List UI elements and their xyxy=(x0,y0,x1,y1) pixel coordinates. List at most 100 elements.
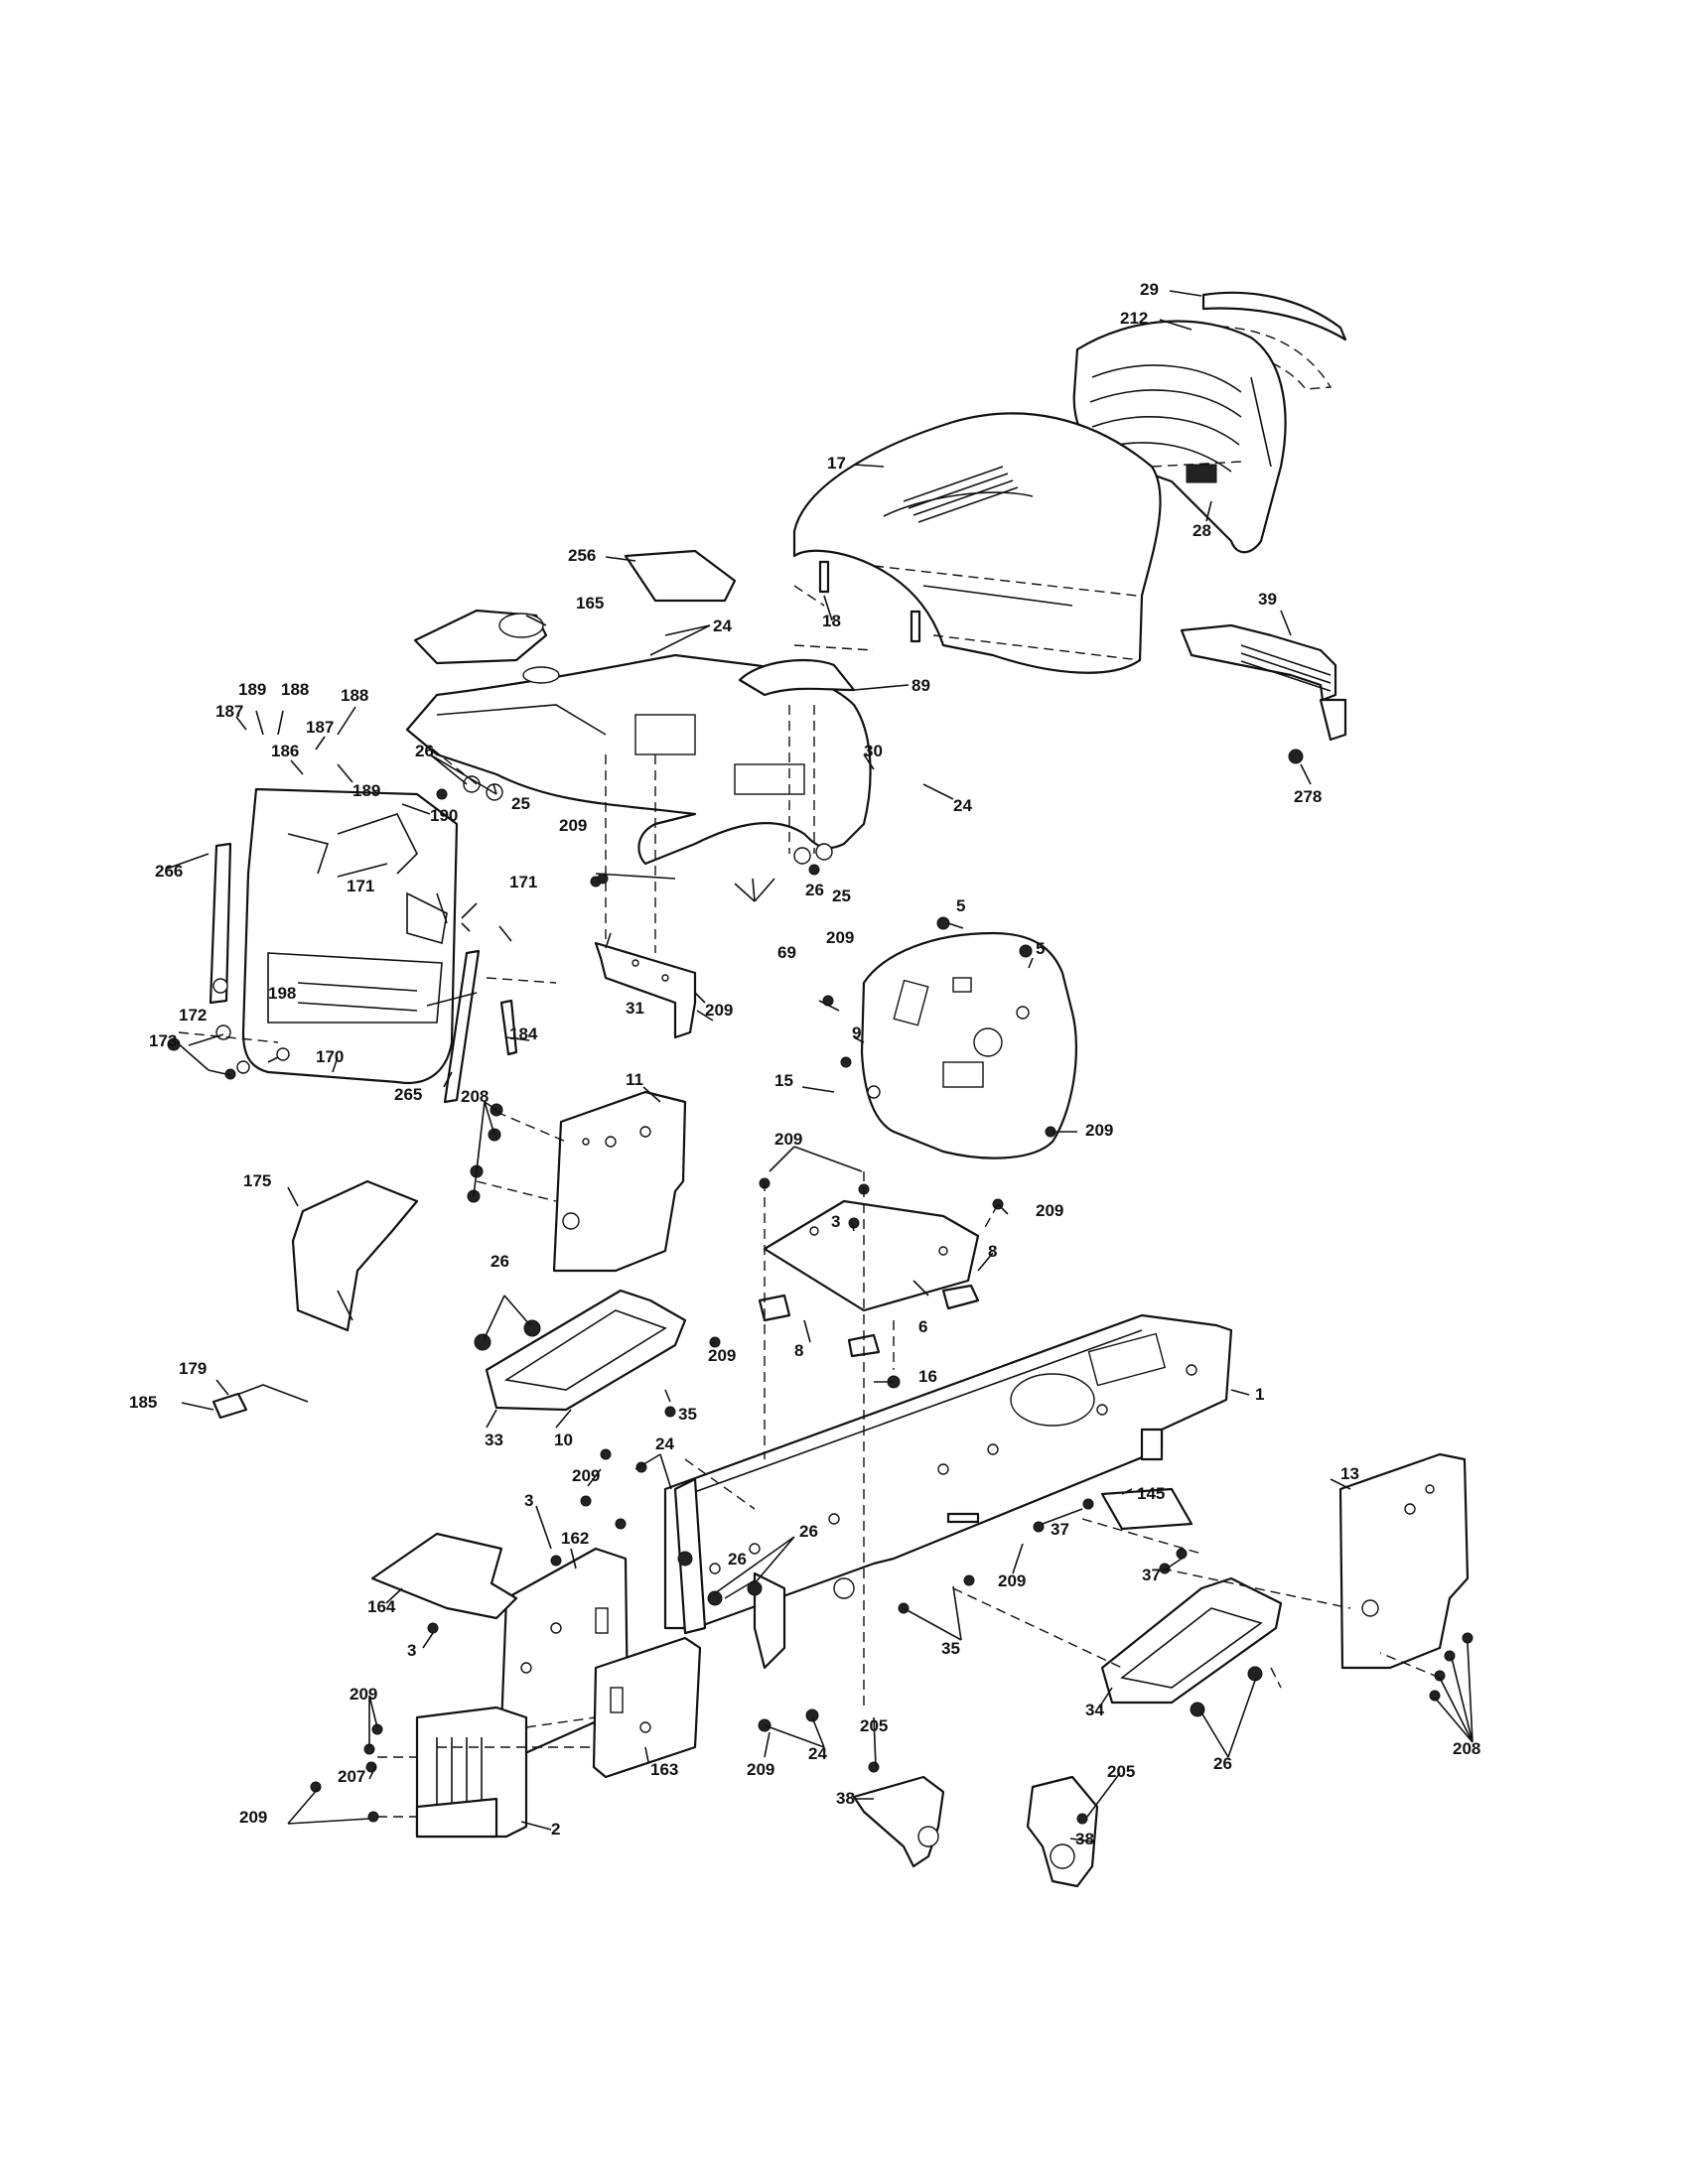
part-label-37-a: 37 xyxy=(1051,1520,1069,1539)
part-label-5-a: 5 xyxy=(956,896,965,915)
part-label-24-c: 24 xyxy=(655,1434,674,1453)
part-label-209-f: 209 xyxy=(1036,1201,1063,1220)
part-label-209-a: 209 xyxy=(559,816,587,835)
part-label-209-b: 209 xyxy=(826,928,854,947)
part-label-170: 170 xyxy=(316,1047,344,1066)
part-label-37-b: 37 xyxy=(1142,1566,1161,1584)
alignment-lines xyxy=(178,461,1441,1818)
part-label-209-l: 209 xyxy=(239,1808,267,1827)
part-8-clip-b xyxy=(941,1284,980,1310)
part-label-8-b: 8 xyxy=(794,1341,803,1360)
part-label-208-b: 208 xyxy=(1453,1739,1480,1758)
part-label-38-a: 38 xyxy=(836,1789,855,1808)
part-label-69: 69 xyxy=(777,943,796,962)
part-13-right-plate xyxy=(1338,1452,1470,1670)
part-30-dash-panel xyxy=(405,653,872,866)
leader-lines xyxy=(166,290,1474,1843)
part-label-187-b: 187 xyxy=(306,718,334,737)
part-9-dash-housing xyxy=(860,931,1078,1160)
part-label-190: 190 xyxy=(430,806,458,825)
part-label-26-d: 26 xyxy=(799,1522,818,1541)
part-label-30: 30 xyxy=(864,742,883,760)
part-label-209-k: 209 xyxy=(747,1760,774,1779)
part-label-189-a: 189 xyxy=(238,680,266,699)
part-label-205-b: 205 xyxy=(1107,1762,1135,1781)
part-label-26-f: 26 xyxy=(1213,1754,1232,1773)
part-label-205-a: 205 xyxy=(860,1716,888,1735)
part-38-bracket-right xyxy=(1026,1775,1099,1888)
part-label-18: 18 xyxy=(822,612,841,630)
part-label-10: 10 xyxy=(554,1431,573,1449)
part-label-162: 162 xyxy=(561,1529,589,1548)
part-label-2: 2 xyxy=(551,1820,560,1839)
part-label-24-a: 24 xyxy=(713,616,732,635)
part-278-screw xyxy=(1288,749,1304,764)
part-89-side-panel xyxy=(738,658,856,697)
part-label-17: 17 xyxy=(827,454,846,473)
part-label-198: 198 xyxy=(268,984,296,1003)
part-label-265: 265 xyxy=(394,1085,422,1104)
part-label-38-b: 38 xyxy=(1075,1830,1094,1848)
part-2-front-bracket xyxy=(415,1706,528,1839)
part-label-29: 29 xyxy=(1140,280,1159,299)
part-label-8-a: 8 xyxy=(988,1242,997,1261)
part-label-164: 164 xyxy=(367,1597,396,1616)
part-163-lower-plate xyxy=(592,1636,702,1779)
part-label-26-c: 26 xyxy=(491,1252,509,1271)
part-label-278: 278 xyxy=(1294,787,1322,806)
part-label-89: 89 xyxy=(912,676,930,695)
part-label-171-b: 171 xyxy=(347,877,374,895)
part-39-bracket xyxy=(1180,623,1347,742)
part-label-26-a: 26 xyxy=(415,742,434,760)
part-label-3-c: 3 xyxy=(407,1641,416,1660)
part-label-163: 163 xyxy=(650,1760,678,1779)
part-label-145: 145 xyxy=(1137,1484,1165,1503)
part-145-crossbar xyxy=(1100,1487,1193,1531)
part-164-front-shield xyxy=(370,1532,518,1620)
part-label-31: 31 xyxy=(626,999,644,1018)
part-label-179: 179 xyxy=(179,1359,207,1378)
part-label-188-a: 188 xyxy=(281,680,309,699)
part-label-175: 175 xyxy=(243,1171,271,1190)
part-label-26-e: 26 xyxy=(728,1550,747,1569)
part-label-212: 212 xyxy=(1120,309,1148,328)
part-label-209-e: 209 xyxy=(774,1130,802,1149)
part-label-184: 184 xyxy=(509,1024,538,1043)
part-label-171-a: 171 xyxy=(509,873,537,891)
part-label-207: 207 xyxy=(338,1767,365,1786)
part-label-13: 13 xyxy=(1340,1464,1359,1483)
part-label-9: 9 xyxy=(852,1024,861,1042)
part-label-209-h: 209 xyxy=(572,1466,600,1485)
part-label-209-i: 209 xyxy=(998,1571,1026,1590)
part-label-28: 28 xyxy=(1193,521,1211,540)
part-label-209-c: 209 xyxy=(705,1001,733,1020)
part-label-186: 186 xyxy=(271,742,299,760)
part-175-shield xyxy=(291,1179,419,1332)
part-label-172: 172 xyxy=(179,1006,207,1024)
part-184-bracket xyxy=(499,999,518,1056)
part-label-1: 1 xyxy=(1255,1385,1264,1404)
part-11-side-plate xyxy=(552,1090,687,1273)
part-266-left-trim xyxy=(209,842,232,1005)
part-label-26-b: 26 xyxy=(805,881,824,899)
part-label-187-a: 187 xyxy=(215,702,243,721)
part-label-185: 185 xyxy=(129,1393,157,1412)
part-labels: 29 212 17 28 256 165 18 24 39 89 189 188… xyxy=(129,280,1480,1848)
part-18-hinge-pin-b xyxy=(910,610,921,643)
part-34-footrest-right xyxy=(1100,1576,1283,1705)
part-label-35-a: 35 xyxy=(678,1405,697,1424)
part-label-189-b: 189 xyxy=(352,781,380,800)
part-185-handle xyxy=(211,1392,248,1420)
part-label-209-j: 209 xyxy=(350,1685,377,1704)
part-8-clip-a xyxy=(758,1294,791,1322)
part-38-bracket-left xyxy=(852,1775,945,1868)
part-33-footrest-left xyxy=(485,1289,687,1412)
part-18-hinge-pin-a xyxy=(818,560,830,594)
part-label-11: 11 xyxy=(626,1070,643,1089)
part-label-25-b: 25 xyxy=(832,887,851,905)
part-label-34: 34 xyxy=(1085,1701,1104,1719)
part-6-mounting-plate xyxy=(763,1199,980,1312)
part-label-256: 256 xyxy=(568,546,596,565)
part-label-3-a: 3 xyxy=(831,1212,840,1231)
